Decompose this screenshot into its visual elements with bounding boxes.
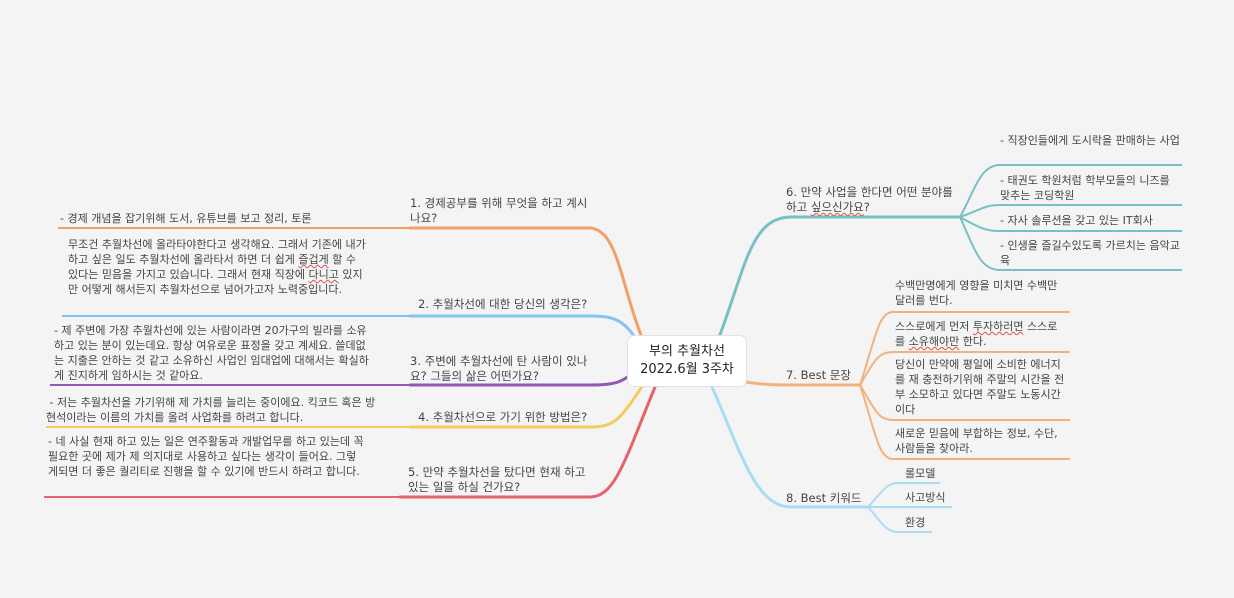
subtopic-keyword-mindset[interactable]: 사고방식: [905, 491, 946, 504]
spellcheck-word-5: 소유해야만: [908, 335, 960, 348]
spellcheck-word-2: 다니고: [308, 268, 339, 281]
subtopic-current-work-answer[interactable]: - 네 사실 현재 하고 있는 일은 연주활동과 개발업무를 하고 있는데 꼭 …: [48, 435, 368, 478]
connector-branch-6: [716, 215, 962, 342]
topic-best-keyword[interactable]: 8. Best 키워드: [786, 491, 862, 505]
topic-business-field-text: 6. 만약 사업을 한다면 어떤 분야를 하고: [786, 185, 957, 214]
subtopic-best-sentence-4[interactable]: 새로운 믿음에 부합하는 정보, 수단, 사람들을 찾아라.: [895, 427, 1062, 455]
subtopic-keyword-environment[interactable]: 환경: [905, 516, 926, 529]
spellcheck-word-1: 즐겁게: [298, 253, 329, 266]
subtopic-keyword-rolemodel[interactable]: 롤모델: [905, 467, 936, 480]
connector-branch-4: [408, 380, 647, 429]
connector-branch-6-child-2: [959, 204, 1182, 218]
subtopic-economic-study-answer[interactable]: - 경제 개념을 잡기위해 도서, 유튜브를 보고 정리, 토론: [60, 212, 312, 225]
answer-text-part-2: 할 수 있다는 믿음을 가지고 있습니다. 그래서 현재 직장에: [68, 253, 360, 281]
answer-text-part-3: 있지만 어떻게 해서든지 추월차선으로 넘어가고자 노력중입니다.: [68, 268, 363, 296]
sentence-text-part-3: 한다.: [959, 335, 987, 348]
connector-branch-8: [710, 385, 870, 509]
connector-branch-7-child-3: [859, 384, 1070, 421]
central-topic-title: 부의 추월차선: [649, 344, 725, 359]
central-topic-subtitle: 2022.6월 3주차: [640, 362, 734, 377]
sentence-text-part-2: 스스로를: [895, 320, 1058, 348]
subtopic-business-lunchbox[interactable]: - 직장인들에게 도시락을 판매하는 사업: [1000, 134, 1180, 147]
topic-current-work[interactable]: 5. 만약 추월차선을 탔다면 현재 하고 있는 일을 하실 건가요?: [408, 465, 590, 494]
topic-economic-study[interactable]: 1. 경제공부를 위해 무엇을 하고 계시나요?: [410, 196, 588, 225]
sentence-text-part-1: 스스로에게 먼저: [895, 320, 973, 333]
subtopic-business-it-company[interactable]: - 자사 솔루션을 갖고 있는 IT회사: [1000, 214, 1153, 227]
topic-best-sentence[interactable]: 7. Best 문장: [786, 368, 851, 382]
subtopic-people-in-fastlane-answer[interactable]: - 제 주변에 가장 추월차선에 있는 사람이라면 20가구의 빌라를 소유하고…: [54, 324, 369, 382]
connector-branch-7-child-1: [859, 311, 1070, 386]
connector-branch-6-child-4: [959, 216, 1182, 271]
connector-branch-7-child-4: [859, 384, 1070, 460]
connector-branch-8-child-3: [867, 506, 932, 533]
subtopic-best-sentence-1[interactable]: 수백만명에게 영향을 미치면 수백만 달러를 번다.: [895, 279, 1061, 307]
topic-business-field[interactable]: 6. 만약 사업을 한다면 어떤 분야를 하고 싶으신가요?: [786, 185, 958, 215]
spellcheck-word-3: 싶으신가요: [810, 200, 864, 214]
topic-fastlane-thoughts[interactable]: 2. 추월차선에 대한 당신의 생각은?: [418, 297, 588, 311]
topic-business-field-end: ?: [863, 200, 870, 214]
subtopic-best-sentence-2[interactable]: 스스로에게 먼저 투자하러면 스스로를 소유해야만 한다.: [895, 319, 1067, 349]
connector-branch-1: [408, 226, 650, 354]
topic-people-in-fastlane[interactable]: 3. 주변에 추월차선에 탄 사람이 있나요? 그들의 삶은 어떤가요?: [410, 354, 588, 383]
subtopic-business-music-education[interactable]: - 인생을 즐길수있도록 가르치는 음악교육: [1000, 239, 1180, 267]
subtopic-fastlane-thoughts-answer[interactable]: 무조건 추월차선에 올라타야한다고 생각해요. 그래서 기존에 내가 하고 싶은…: [68, 237, 366, 297]
subtopic-how-to-fastlane-answer[interactable]: - 저는 추월차선을 가기위해 제 가치를 늘리는 중이에요. 킥코드 혹은 방…: [46, 396, 376, 424]
answer-text-part-1: 무조건 추월차선에 올라타야한다고 생각해요. 그래서 기존에 내가 하고 싶은…: [68, 238, 370, 266]
topic-how-to-fastlane[interactable]: 4. 추월차선으로 가기 위한 방법은?: [418, 410, 588, 424]
central-topic[interactable]: 부의 추월차선 2022.6월 3주차: [628, 336, 746, 386]
connector-branch-7-child-2: [859, 351, 1070, 386]
connector-branch-8-child-1: [867, 482, 940, 508]
subtopic-business-coding-academy[interactable]: - 태권도 학원처럼 학부모들의 니즈를 맞추는 코딩학원: [1000, 174, 1174, 202]
connector-branch-6-child-3: [959, 216, 1182, 232]
spellcheck-word-4: 투자하러면: [972, 320, 1024, 333]
connector-branch-6-child-1: [959, 164, 1182, 218]
connector-branch-5: [398, 385, 657, 499]
connector-branch-2: [408, 314, 642, 347]
subtopic-best-sentence-3[interactable]: 당신이 만약에 평일에 소비한 에너지를 재 충전하기위해 주말의 시간을 전부…: [895, 358, 1065, 416]
connector-branch-7: [743, 380, 862, 387]
